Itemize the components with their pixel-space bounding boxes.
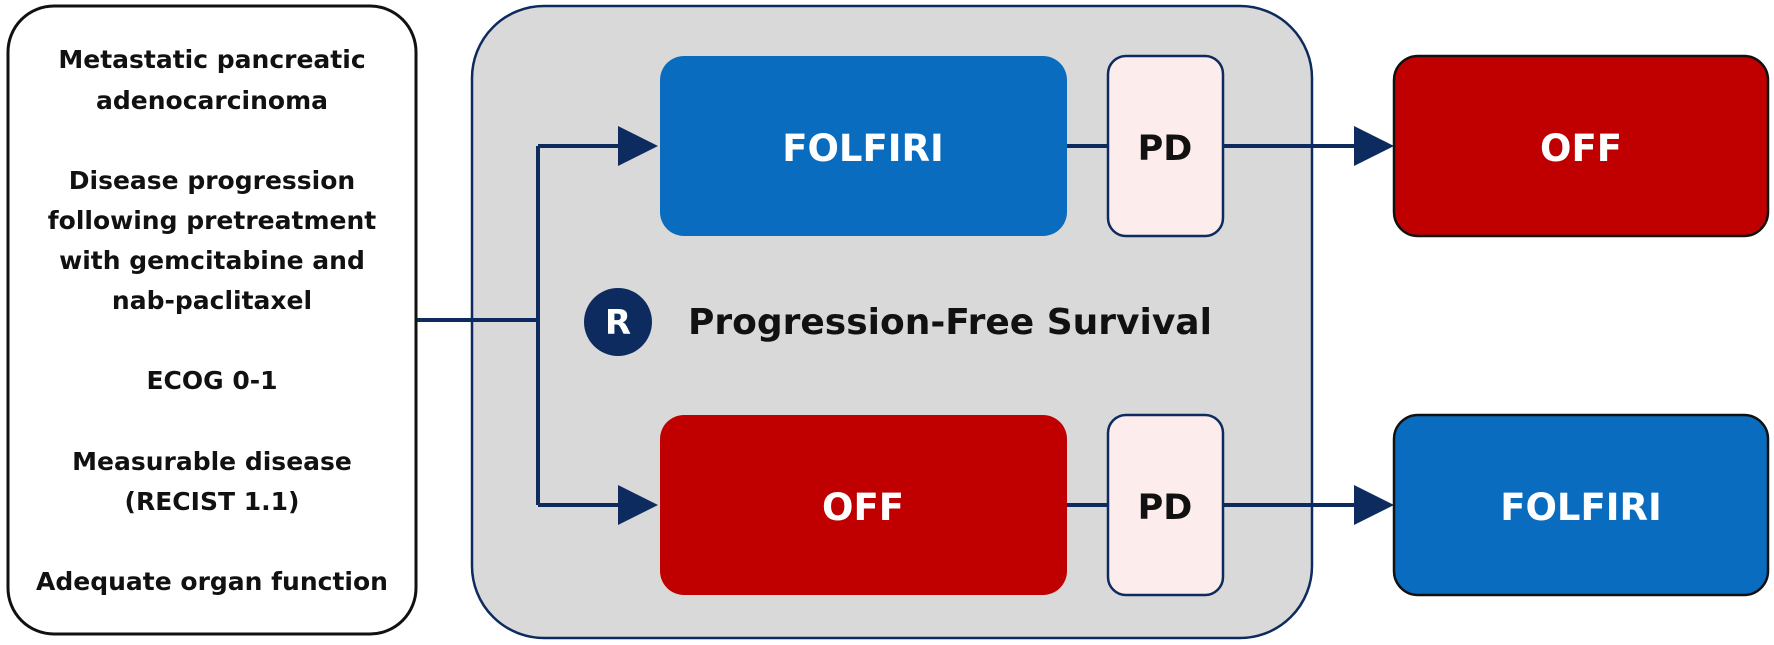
bottom-arm-first-treatment-label: OFF xyxy=(822,486,904,529)
randomization-label: Progression-Free Survival xyxy=(688,302,1212,343)
criterion-line: with gemcitabine and xyxy=(59,246,365,275)
randomization-badge xyxy=(584,288,652,356)
criterion-line: Adequate organ function xyxy=(36,567,388,596)
criterion-line: following pretreatment xyxy=(48,206,376,235)
eligibility-criteria-text: Metastatic pancreatic adenocarcinoma Dis… xyxy=(36,45,388,596)
criterion-line: Disease progression xyxy=(69,166,355,195)
bottom-arm-pd-label: PD xyxy=(1138,488,1193,528)
flow-connectors xyxy=(417,126,1394,525)
top-arm-first-treatment-box xyxy=(660,56,1067,236)
criterion-line: ECOG 0-1 xyxy=(146,366,277,395)
top-arm-first-treatment-label: FOLFIRI xyxy=(782,127,944,170)
criterion-line: adenocarcinoma xyxy=(96,86,328,115)
criterion-line: Metastatic pancreatic xyxy=(58,45,365,74)
top-arm-pd-label: PD xyxy=(1138,129,1193,169)
top-arm-second-treatment-box xyxy=(1392,54,1770,238)
top-arm-second-treatment-label: OFF xyxy=(1540,127,1622,170)
criterion-line: nab-paclitaxel xyxy=(112,286,312,315)
eligibility-criteria-box xyxy=(6,4,418,636)
bottom-arm-first-treatment-box xyxy=(660,415,1067,595)
bottom-arm-second-treatment-box xyxy=(1392,413,1770,597)
criterion-line: Measurable disease xyxy=(72,447,352,476)
bottom-arm-pd-box xyxy=(1106,413,1225,597)
randomization-badge-letter: R xyxy=(605,303,631,343)
bottom-arm-second-treatment-label: FOLFIRI xyxy=(1500,486,1662,529)
top-arm-pd-box xyxy=(1106,54,1225,238)
criterion-line: (RECIST 1.1) xyxy=(125,487,300,516)
